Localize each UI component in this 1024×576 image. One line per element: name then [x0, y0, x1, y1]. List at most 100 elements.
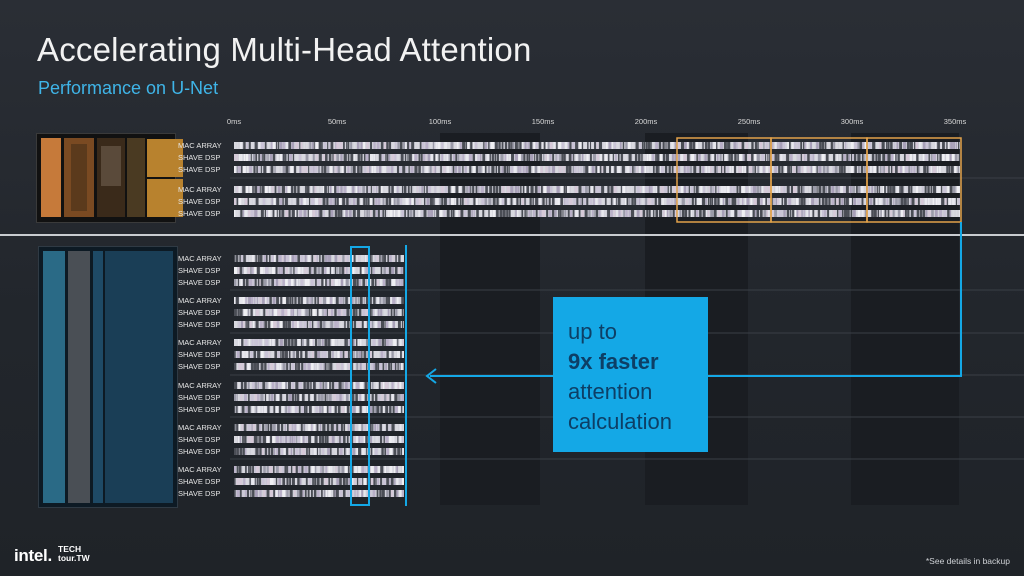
timeline-stripe — [252, 198, 255, 205]
timeline-stripe — [477, 154, 480, 161]
timeline-stripe — [314, 351, 318, 358]
timeline-stripe — [853, 198, 856, 205]
timeline-stripe — [714, 166, 717, 173]
timeline-stripe — [521, 154, 523, 161]
timeline-stripe — [297, 363, 301, 370]
timeline-stripe — [413, 186, 417, 193]
timeline-stripe — [273, 478, 275, 485]
timeline-stripe — [281, 424, 284, 431]
row-label: SHAVE DSP — [178, 278, 220, 287]
timeline-stripe — [510, 198, 513, 205]
timeline-stripe — [853, 154, 857, 161]
timeline-stripe — [322, 382, 324, 389]
timeline-stripe — [613, 210, 616, 217]
timeline-stripe — [716, 166, 718, 173]
timeline-stripe — [260, 436, 263, 443]
timeline-stripe — [278, 279, 282, 286]
timeline-stripe — [327, 279, 329, 286]
timeline-stripe — [548, 198, 551, 205]
timeline-stripe — [754, 142, 758, 149]
timeline-stripe — [391, 142, 395, 149]
timeline-stripe — [481, 198, 485, 205]
timeline-stripe — [358, 466, 361, 473]
timeline-stripe — [248, 154, 251, 161]
timeline-stripe — [395, 210, 397, 217]
timeline-stripe — [244, 394, 247, 401]
timeline-stripe — [409, 198, 411, 205]
timeline-stripe — [539, 154, 542, 161]
timeline-stripe — [365, 267, 369, 274]
timeline-stripe — [496, 210, 499, 217]
timeline-stripe — [366, 186, 368, 193]
timeline-stripe — [382, 166, 385, 173]
timeline-stripe — [879, 142, 882, 149]
timeline-stripe — [335, 466, 337, 473]
timeline-stripe — [569, 210, 573, 217]
timeline-stripe — [236, 394, 238, 401]
timeline-stripe — [311, 424, 313, 431]
timeline-stripe — [369, 321, 372, 328]
timeline-stripe — [271, 255, 274, 262]
timeline-stripe — [269, 424, 273, 431]
timeline-stripe — [932, 142, 935, 149]
timeline-stripe — [725, 210, 728, 217]
timeline-stripe — [312, 309, 316, 316]
timeline-stripe — [734, 154, 737, 161]
timeline-stripe — [881, 142, 885, 149]
attention-highlight-new — [350, 246, 370, 506]
timeline-stripe — [763, 166, 765, 173]
timeline-stripe — [421, 142, 425, 149]
timeline-stripe — [276, 321, 279, 328]
timeline-stripe — [457, 154, 460, 161]
timeline-stripe — [913, 166, 916, 173]
timeline-stripe — [857, 142, 860, 149]
timeline-stripe — [634, 186, 636, 193]
timeline-stripe — [286, 490, 289, 497]
timeline-stripe — [258, 198, 262, 205]
timeline-stripe — [329, 297, 333, 304]
timeline-stripe — [285, 321, 288, 328]
timeline-stripe — [816, 142, 819, 149]
timeline-stripe — [769, 154, 771, 161]
timeline-stripe — [234, 466, 236, 473]
timeline-stripe — [517, 186, 520, 193]
timeline-stripe — [419, 142, 422, 149]
timeline-stripe — [607, 186, 610, 193]
timeline-stripe — [741, 142, 745, 149]
timeline-stripe — [856, 186, 858, 193]
timeline-stripe — [319, 297, 322, 304]
timeline-stripe — [236, 186, 238, 193]
timeline-stripe — [938, 166, 941, 173]
timeline-stripe — [373, 166, 376, 173]
timeline-stripe — [670, 186, 672, 193]
timeline-stripe — [281, 351, 285, 358]
timeline-stripe — [718, 210, 721, 217]
timeline-stripe — [333, 351, 336, 358]
timeline-stripe — [875, 142, 880, 149]
timeline-stripe — [893, 154, 895, 161]
timeline-stripe — [326, 309, 328, 316]
timeline-stripe — [532, 210, 535, 217]
timeline-stripe — [395, 424, 399, 431]
timeline-stripe — [354, 490, 356, 497]
timeline-stripe — [946, 142, 948, 149]
timeline-stripe — [309, 154, 312, 161]
timeline-stripe — [355, 186, 357, 193]
timeline-stripe — [387, 154, 389, 161]
timeline-stripe — [475, 166, 479, 173]
timeline-stripe — [891, 186, 893, 193]
timeline-stripe — [402, 339, 404, 346]
timeline-stripe — [281, 406, 285, 413]
timeline-stripe — [835, 142, 838, 149]
timeline-stripe — [575, 210, 579, 217]
timeline-stripe — [267, 321, 271, 328]
timeline-stripe — [238, 198, 242, 205]
timeline-stripe — [683, 154, 687, 161]
timeline-stripe — [942, 142, 945, 149]
timeline-stripe — [809, 154, 813, 161]
timeline-stripe — [318, 198, 322, 205]
timeline-stripe — [294, 321, 297, 328]
timeline-stripe — [269, 255, 271, 262]
timeline-stripe — [259, 279, 261, 286]
timeline-stripe — [455, 154, 458, 161]
